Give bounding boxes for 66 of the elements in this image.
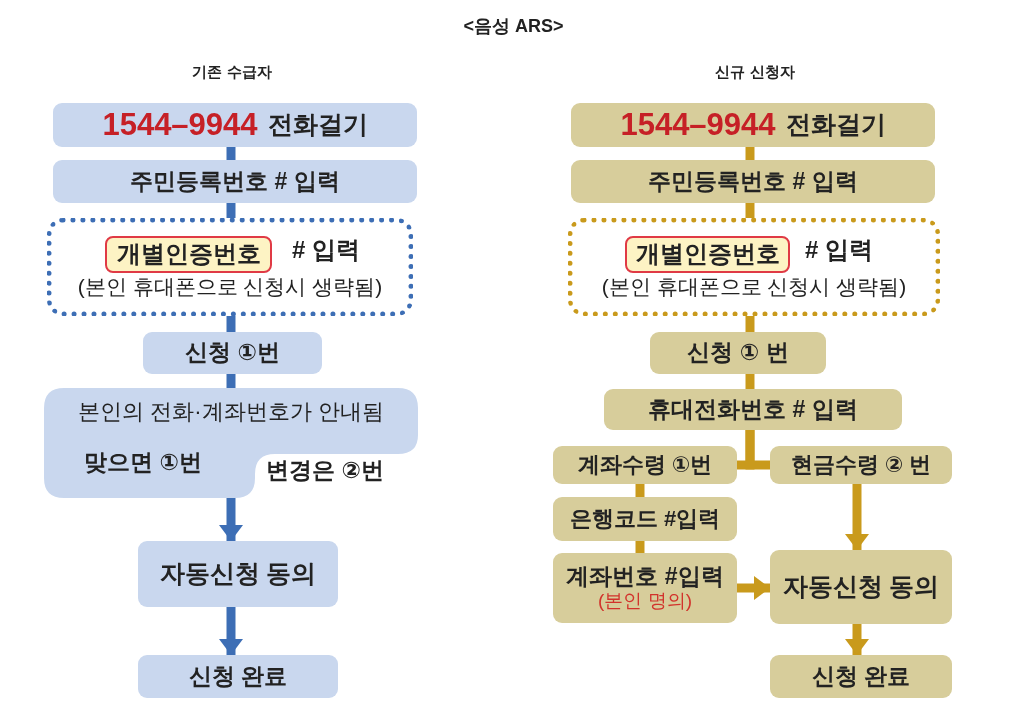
- step-text: 계좌번호 #입력: [566, 563, 724, 590]
- step-text: 전화걸기: [785, 111, 886, 139]
- connector-line: [635, 541, 645, 553]
- step-text: 개별인증번호: [635, 241, 780, 268]
- arrow: [737, 576, 770, 600]
- step-box: [770, 655, 952, 698]
- step-text: 자동신청 동의: [782, 573, 940, 601]
- step-text: 휴대전화번호 # 입력: [648, 396, 858, 423]
- step-text: 전화걸기: [267, 111, 368, 139]
- step-text: 신청 완료: [811, 663, 911, 690]
- connector-line: [226, 203, 236, 218]
- side-note: 변경은 ②번: [266, 458, 384, 484]
- step-text: 주민등록번호 # 입력: [130, 168, 340, 195]
- step-text: 자동신청 동의: [159, 560, 317, 588]
- step-text: # 입력: [805, 237, 873, 264]
- step-text: 현금수령 ② 번: [790, 452, 932, 478]
- connector-line: [635, 484, 645, 497]
- arrow: [845, 624, 869, 655]
- step-text: 개별인증번호: [116, 241, 261, 268]
- step-text: 신청 ①번: [185, 340, 280, 366]
- connector-line: [226, 147, 236, 160]
- column-heading: 신규 신청자: [714, 64, 796, 81]
- step-text: 본인의 전화·계좌번호가 안내됨: [77, 400, 385, 425]
- dotted-box: [568, 218, 940, 316]
- connector-line: [745, 430, 770, 470]
- step-box: [571, 160, 935, 203]
- step-box: [770, 446, 952, 484]
- arrow: [219, 498, 243, 541]
- step-text: (본인 휴대폰으로 신청시 생략됨): [76, 275, 384, 299]
- step-text: 신청 완료: [188, 663, 288, 690]
- step-box: [553, 553, 737, 623]
- step-text: # 입력: [292, 237, 360, 264]
- title: <음성 ARS>: [462, 17, 565, 37]
- step-box: [138, 655, 338, 698]
- step-box: [604, 389, 902, 430]
- info-box: [44, 388, 418, 498]
- step-box: [138, 541, 338, 607]
- step-box: [143, 332, 322, 374]
- step-text: 1544–9944: [102, 107, 258, 143]
- step-text: 맞으면 ①번: [84, 450, 202, 476]
- connector-line: [745, 316, 755, 332]
- step-text: (본인 명의): [598, 591, 692, 613]
- highlight-box: [105, 236, 272, 273]
- step-text: 주민등록번호 # 입력: [648, 168, 858, 195]
- step-text: 신청 ① 번: [687, 340, 789, 366]
- highlight-box: [625, 236, 790, 273]
- connector-line: [745, 374, 755, 389]
- connector-line: [226, 374, 236, 388]
- connector-line: [226, 316, 236, 332]
- step-box: [571, 103, 935, 147]
- dotted-box: [47, 218, 413, 316]
- step-text: 계좌수령 ①번: [577, 452, 713, 478]
- step-box: [650, 332, 826, 374]
- column-heading: 기존 수급자: [191, 64, 273, 81]
- connector-line: [745, 147, 755, 160]
- step-box: [53, 160, 417, 203]
- step-box: [53, 103, 417, 147]
- step-text: (본인 휴대폰으로 신청시 생략됨): [600, 275, 908, 299]
- step-box: [553, 446, 737, 484]
- arrow: [219, 607, 243, 655]
- step-text: 1544–9944: [620, 107, 776, 143]
- arrow: [845, 484, 869, 550]
- step-box: [770, 550, 952, 624]
- connector-line: [745, 203, 755, 218]
- step-box: [553, 497, 737, 541]
- step-text: 은행코드 #입력: [569, 506, 721, 532]
